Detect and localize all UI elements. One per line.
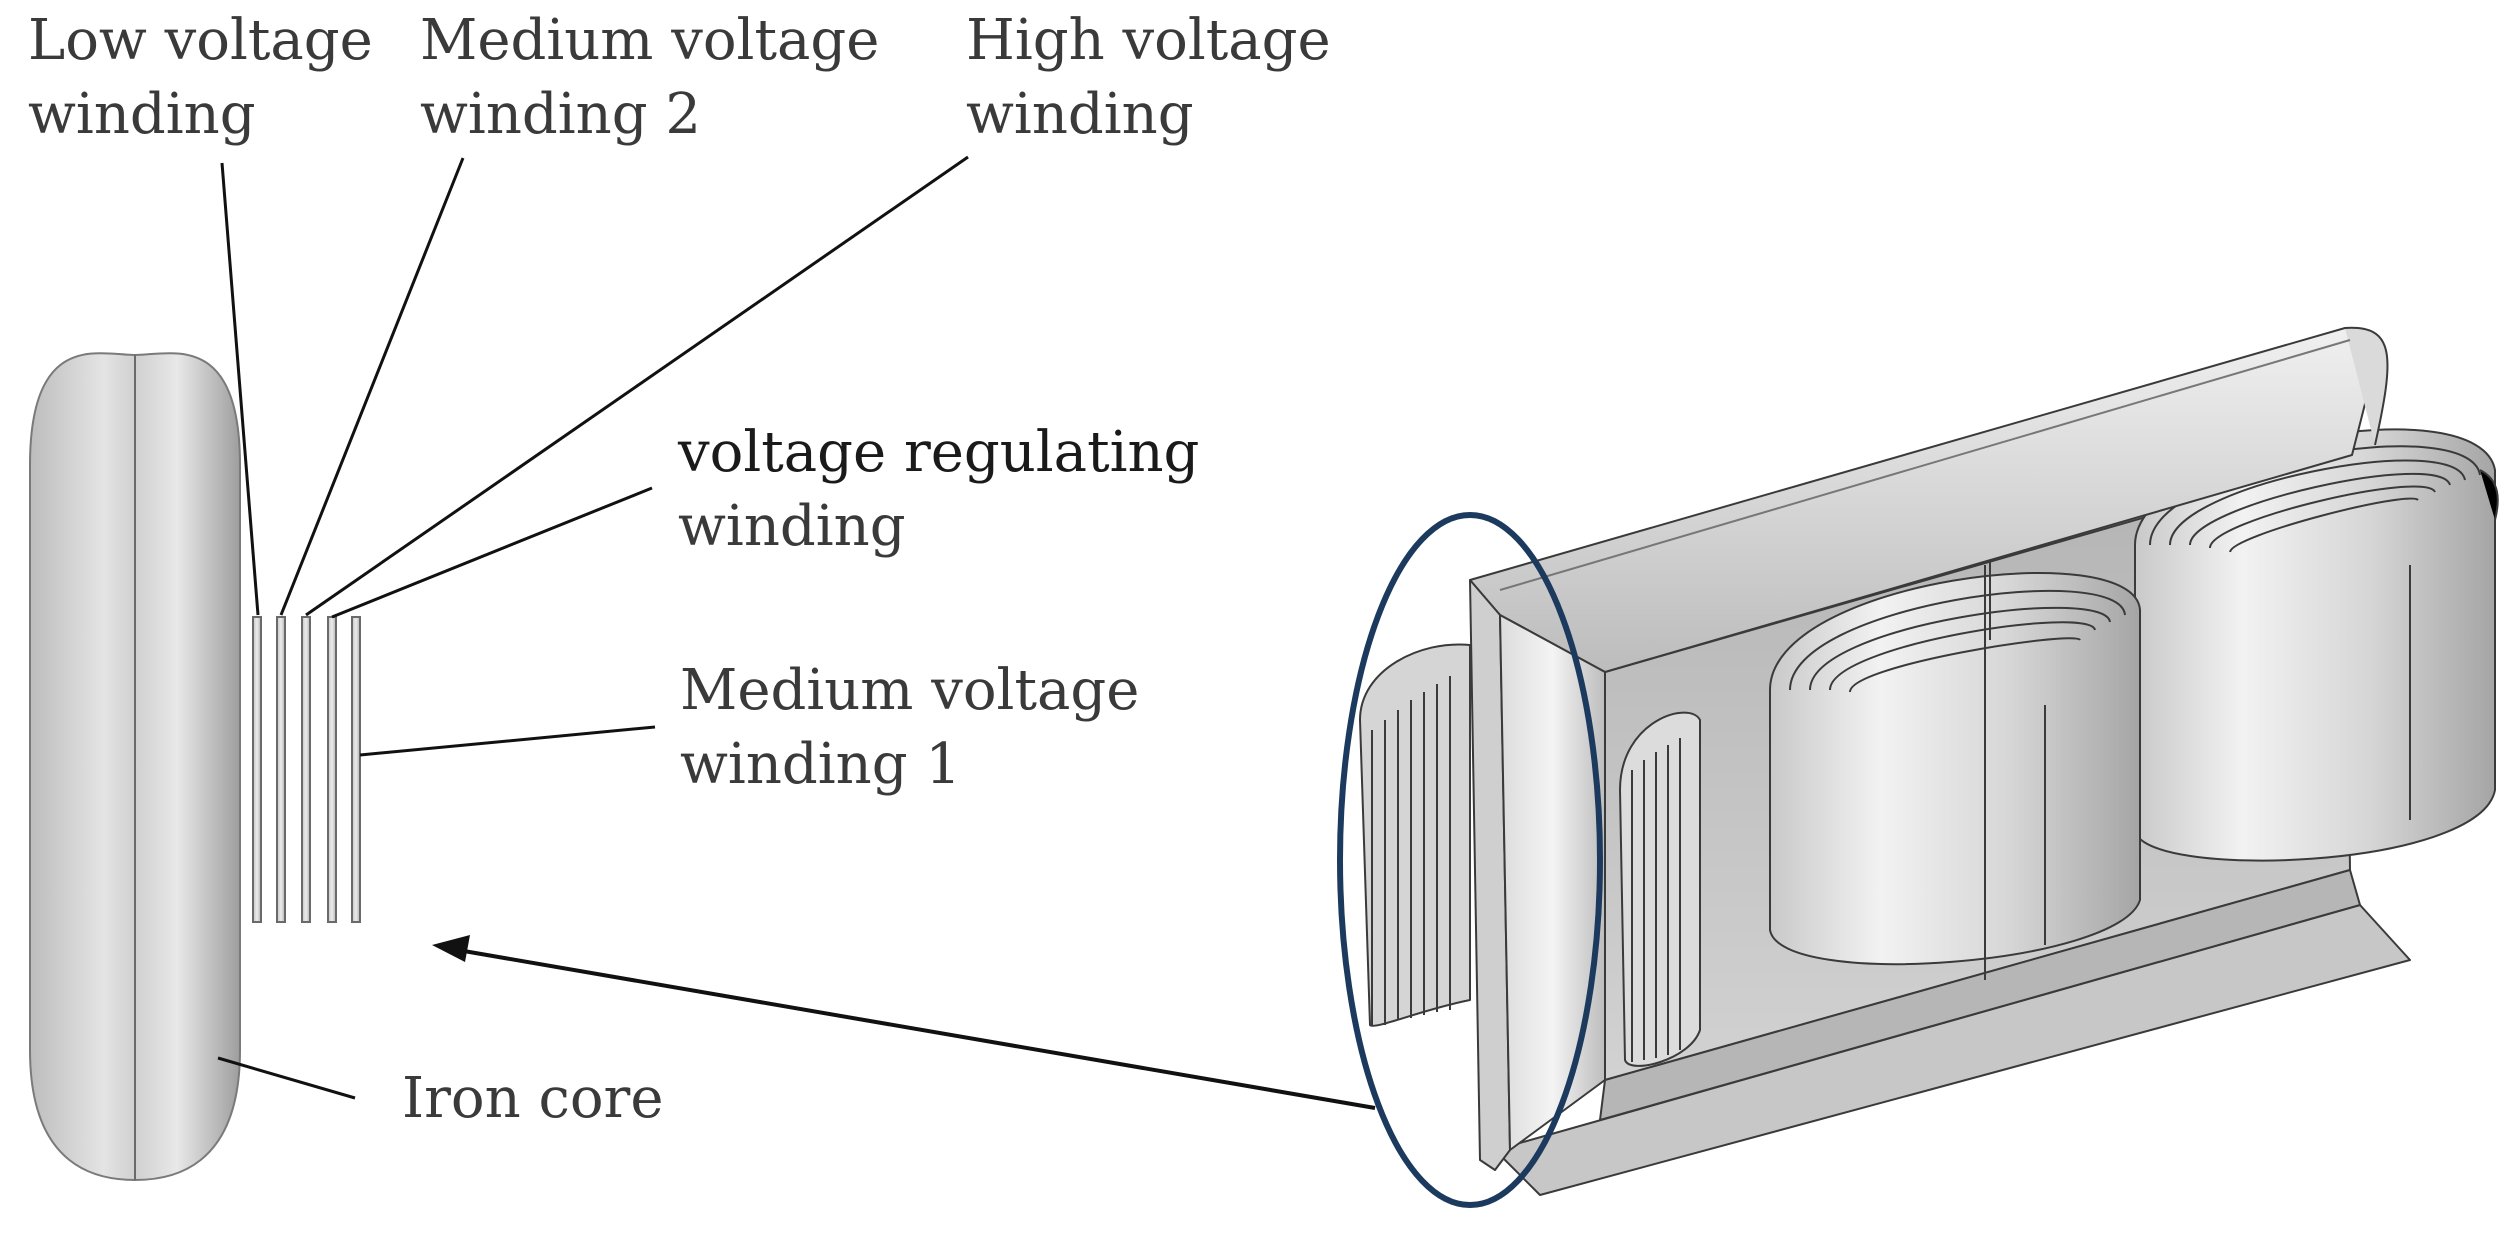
label-iron-core: Iron core	[402, 1062, 663, 1136]
medium-voltage-2-strip	[276, 616, 286, 923]
cross-section	[29, 352, 361, 1182]
winding-strips	[252, 616, 361, 923]
label-voltage-regulating-winding: voltage regulating winding	[678, 416, 1199, 564]
winding-stack-middle	[1769, 560, 2141, 966]
label-medium-voltage-winding-1: Medium voltage winding 1	[680, 654, 1139, 802]
leader-iron-core	[217, 1056, 356, 1100]
winding-stack-left-outer	[1359, 643, 1471, 1027]
arrow-head	[432, 935, 470, 962]
frame-front-leg	[1469, 579, 1511, 1171]
leader-high-voltage	[305, 155, 969, 617]
low-voltage-strip	[252, 616, 262, 923]
label-medium-voltage-2-line1: Medium voltage	[420, 8, 880, 73]
label-high-voltage-line2: winding	[966, 82, 1194, 147]
winding-stack-left-inner	[1619, 711, 1701, 1067]
label-high-voltage-line1: High voltage	[966, 8, 1331, 73]
leader-medium-voltage-1	[359, 725, 656, 757]
label-medium-voltage-winding-2: Medium voltage winding 2	[420, 4, 879, 152]
label-low-voltage-line2: winding	[28, 82, 256, 147]
zoom-arrow	[432, 935, 1376, 1110]
label-medium-voltage-2-line2: winding 2	[420, 82, 702, 147]
leader-low-voltage	[220, 162, 260, 616]
leader-lines	[217, 155, 969, 1100]
label-regulating-line2: winding	[678, 494, 906, 559]
regulating-strip	[327, 616, 337, 923]
leader-regulating	[331, 486, 653, 619]
label-low-voltage-line1: Low voltage	[28, 8, 373, 73]
leader-medium-voltage-2	[279, 157, 465, 616]
medium-voltage-1-strip	[351, 616, 361, 923]
label-low-voltage-winding: Low voltage winding	[28, 4, 373, 152]
high-voltage-strip	[301, 616, 311, 923]
label-iron-core-text: Iron core	[402, 1066, 664, 1131]
highlight-ellipse	[1337, 512, 1603, 1208]
label-medium-voltage-1-line1: Medium voltage	[680, 658, 1140, 723]
label-regulating-line1: voltage regulating	[678, 420, 1200, 485]
transformer-3d	[1359, 326, 2499, 1196]
label-high-voltage-winding: High voltage winding	[966, 4, 1331, 152]
label-medium-voltage-1-line2: winding 1	[680, 732, 962, 797]
